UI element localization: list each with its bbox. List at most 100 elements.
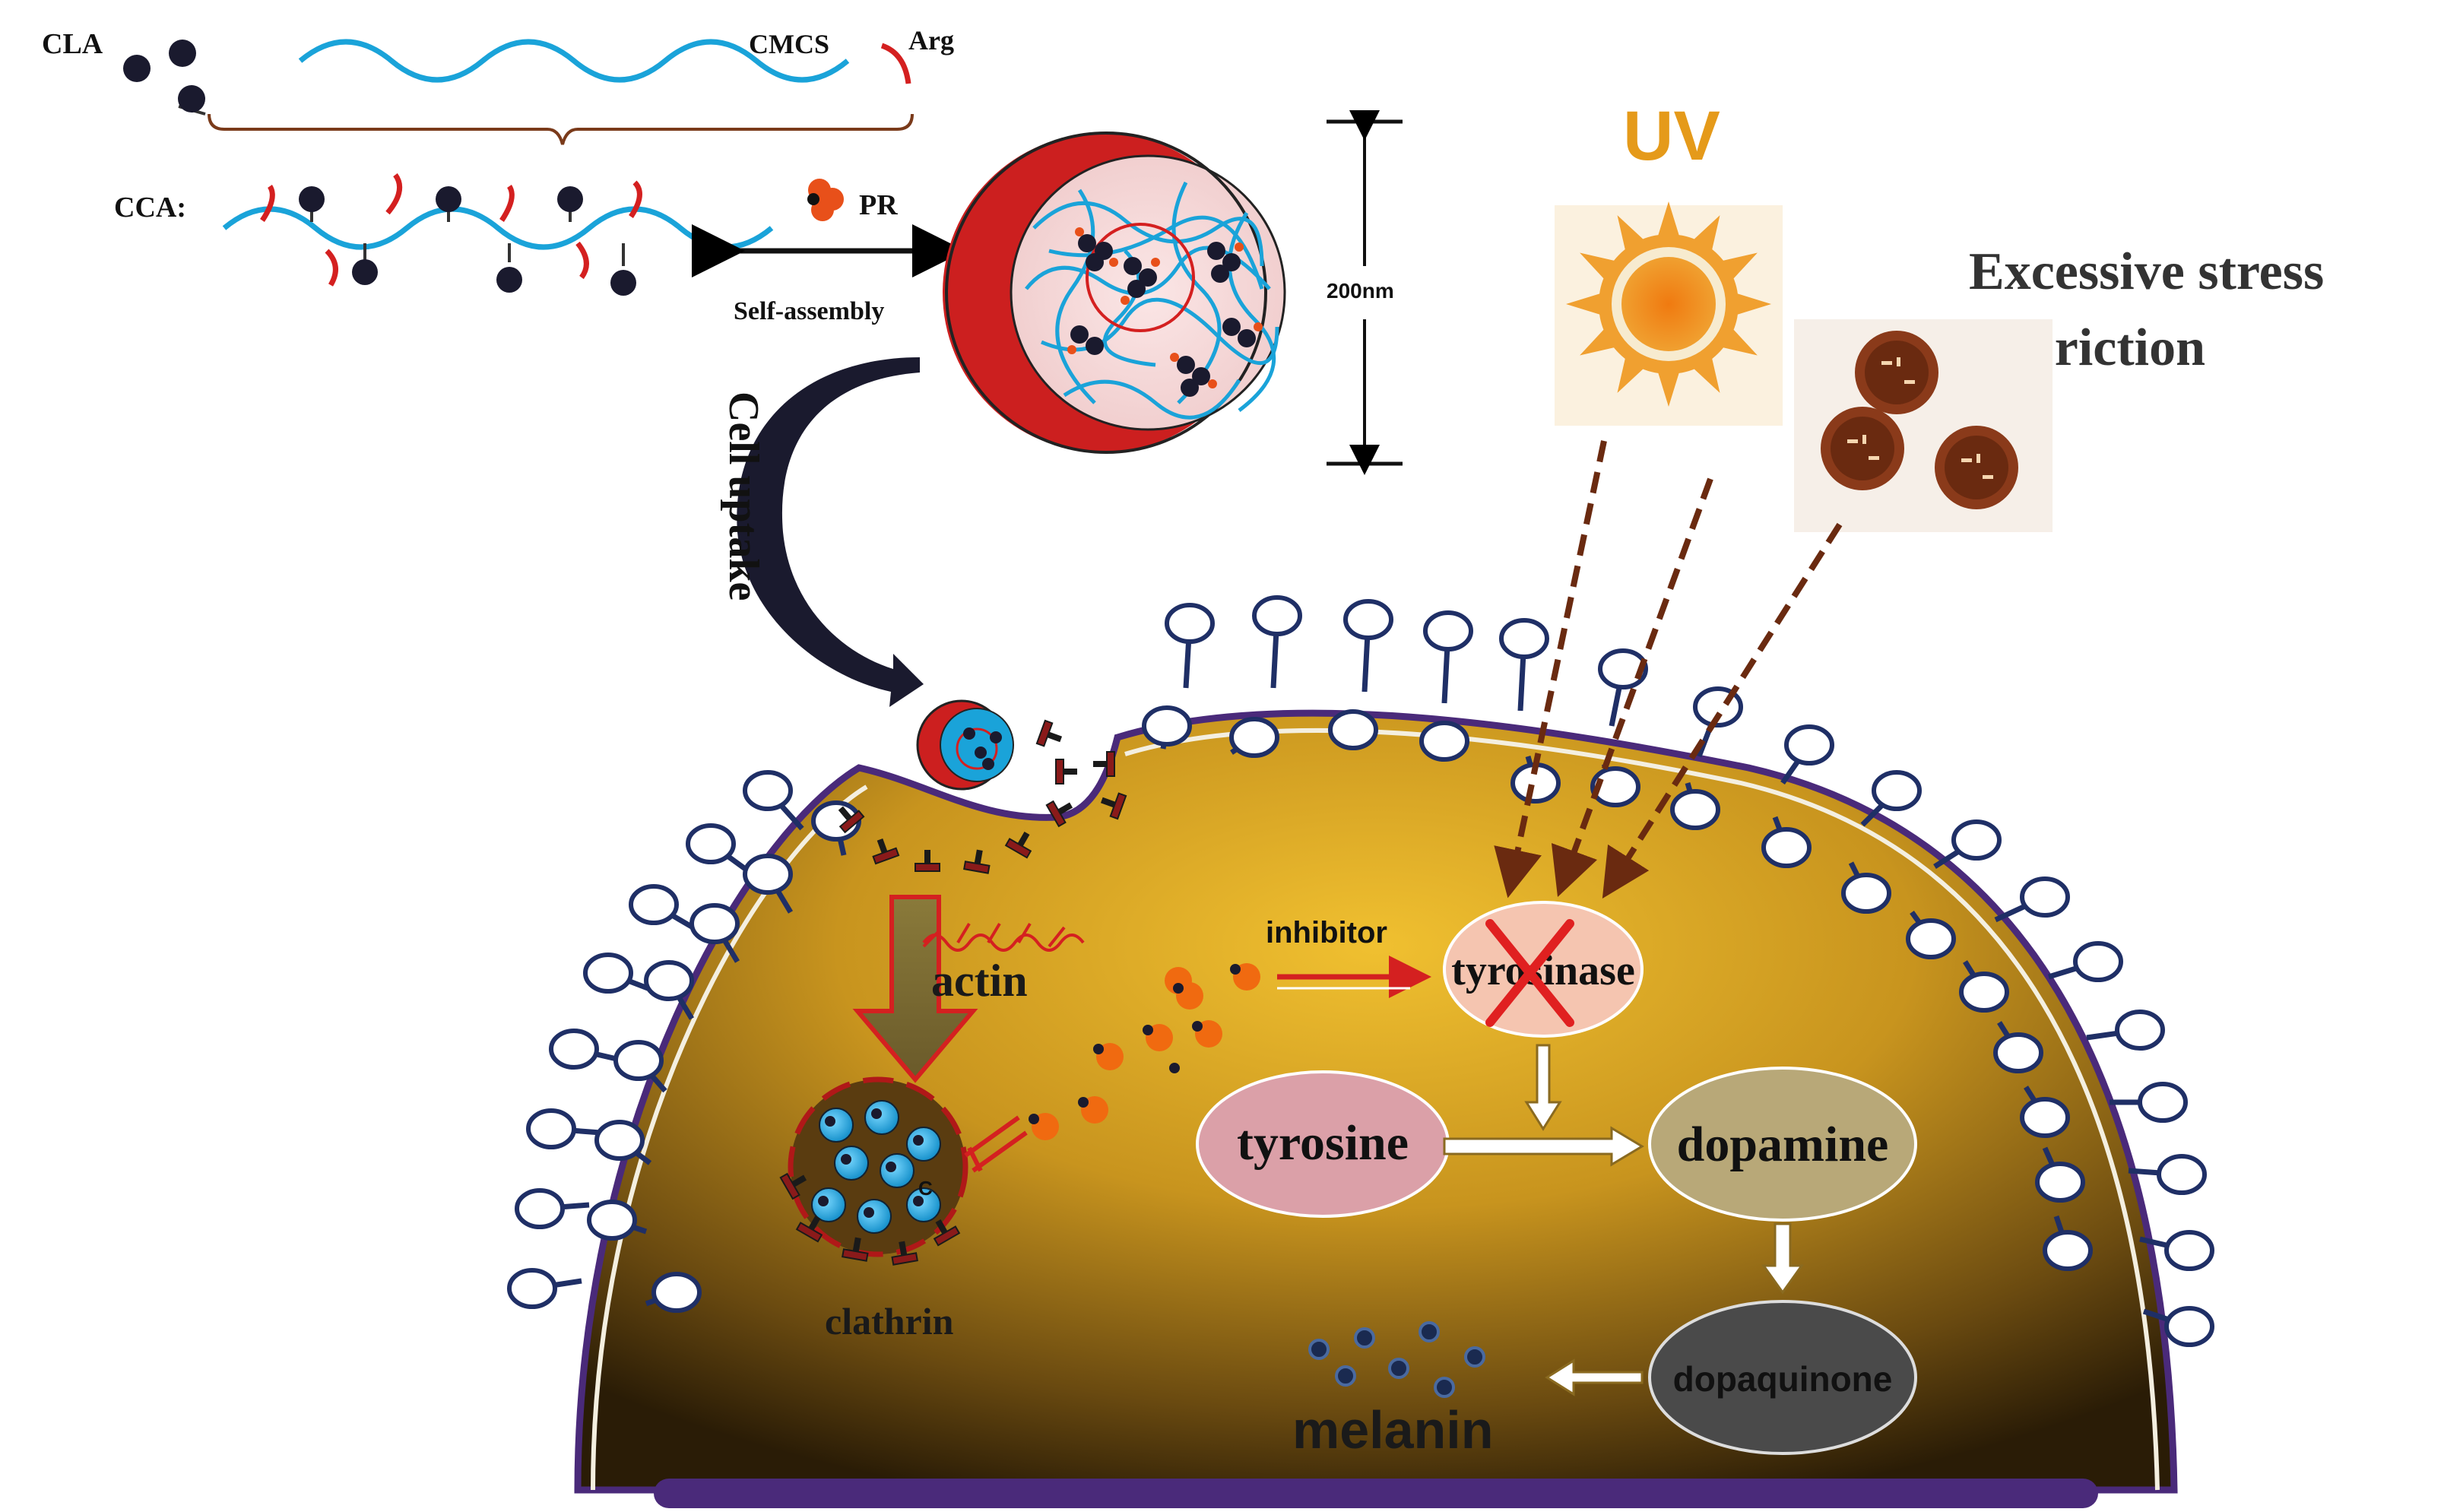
actin-label: actin — [931, 956, 1028, 1006]
receptor-head — [613, 1040, 664, 1081]
receptor-head — [1841, 873, 1891, 914]
nanoparticle-large — [943, 132, 1286, 454]
inhibition-cross-icon — [1485, 919, 1574, 1027]
receptor-head — [1951, 819, 2002, 861]
vesicle-clathrin-marker — [891, 1241, 918, 1266]
clathrin-marker — [1055, 759, 1077, 785]
clathrin-marker — [1093, 751, 1115, 777]
receptor-head — [2115, 1010, 2165, 1051]
receptor-head — [1598, 648, 1648, 689]
receptor-head — [2073, 941, 2123, 982]
receptor-head — [1670, 789, 1720, 830]
receptor-head — [1590, 766, 1640, 807]
grouping-brace — [208, 113, 914, 145]
receptor-head — [2138, 1082, 2188, 1123]
receptor-head — [1419, 721, 1469, 762]
excessive-stress-label: Excessive stress — [1969, 242, 2324, 301]
clathrin-marker — [1004, 831, 1032, 859]
clathrin-vesicle — [788, 1076, 1028, 1257]
receptor-head — [2043, 1230, 2093, 1271]
melanin-granules — [1308, 1321, 1485, 1398]
clathrin-marker — [1035, 719, 1063, 747]
sun-ray — [1657, 369, 1680, 407]
clathrin-label: clathrin — [825, 1300, 954, 1342]
receptor-head — [2157, 1154, 2207, 1195]
size-label: 200nm — [1327, 279, 1394, 303]
melanin-label: melanin — [1292, 1400, 1494, 1460]
receptor-head — [507, 1268, 557, 1309]
receptor-head — [594, 1120, 645, 1161]
receptor-head — [629, 884, 679, 925]
receptor-head — [651, 1272, 702, 1313]
vesicle-clathrin-marker — [795, 1215, 823, 1243]
endocytosis-nanoparticle — [916, 699, 1014, 791]
receptor-head — [515, 1188, 565, 1229]
cca-conjugate — [222, 173, 774, 296]
sun-icon — [1555, 201, 1783, 426]
clathrin-marker — [838, 806, 865, 834]
clathrin-marker — [1045, 800, 1073, 828]
clathrin-marker — [915, 850, 940, 872]
vesicle-clathrin-marker — [779, 1172, 807, 1200]
dopamine-node — [1648, 1067, 1917, 1222]
receptor-head — [1142, 705, 1192, 746]
vesicle-clathrin-markers — [779, 1172, 961, 1266]
pathway-arrows — [1443, 1044, 1804, 1396]
dopaquinone-node — [1648, 1300, 1917, 1455]
vesicle-c-label: C — [918, 1177, 933, 1200]
pr-label: PR — [859, 189, 898, 221]
cmcs-chain — [298, 39, 850, 83]
clathrin-marker — [1100, 792, 1127, 820]
receptor-head — [587, 1200, 637, 1241]
receptor-head — [644, 960, 694, 1001]
receptor-head — [1499, 618, 1549, 659]
receptor-head — [526, 1108, 576, 1149]
receptor-head — [2020, 1097, 2070, 1138]
receptor-head — [1328, 709, 1378, 750]
vesicle-clathrin-marker — [842, 1237, 869, 1262]
tyrosinase-node — [1443, 901, 1644, 1038]
receptor-head — [583, 953, 633, 994]
actin-arrow — [852, 895, 1085, 1083]
clathrin-marker — [872, 838, 900, 865]
arg-chain — [880, 43, 911, 84]
released-pr-particles — [1029, 963, 1260, 1140]
receptor-head — [1872, 770, 1922, 811]
sun-ray — [1734, 293, 1771, 315]
receptor-head — [743, 770, 793, 811]
sun-ray — [1566, 293, 1603, 315]
receptor-head — [2164, 1306, 2214, 1347]
size-scale — [1327, 110, 1403, 475]
stress-dashed-arrows — [1494, 440, 1843, 899]
receptor-head — [1906, 918, 1956, 959]
dopaquinone-label: dopaquinone — [1673, 1359, 1893, 1399]
receptor-head — [1784, 724, 1834, 766]
receptor-head — [2164, 1230, 2214, 1271]
receptor-head — [2020, 876, 2070, 918]
cmcs-label: CMCS — [749, 29, 829, 59]
inhibitor-label: inhibitor — [1266, 916, 1387, 949]
receptor-head — [1761, 827, 1812, 868]
pr-icon — [807, 179, 844, 221]
friction-label: Friction — [2022, 319, 2205, 377]
tyrosine-label: tyrosine — [1237, 1115, 1409, 1171]
arg-label: Arg — [908, 25, 954, 55]
receptor-head — [1993, 1032, 2043, 1073]
self-assembly-label: Self-assembly — [734, 297, 884, 325]
uv-label: UV — [1623, 97, 1720, 175]
cell-uptake-arrow — [737, 357, 924, 707]
receptor-head — [686, 823, 736, 864]
sun-ray — [1657, 201, 1680, 239]
cca-label: CCA: — [114, 192, 186, 223]
clathrin-coat-markers — [838, 719, 1127, 874]
receptor-head — [1165, 603, 1215, 644]
vesicle-clathrin-marker — [933, 1219, 961, 1247]
receptor-head — [743, 854, 793, 895]
friction-particles-icon — [1794, 319, 2053, 532]
cell-uptake-label: Cell uptake — [720, 391, 767, 601]
receptor-head — [549, 1029, 599, 1070]
cla-molecules — [123, 40, 206, 116]
receptor-head — [1252, 595, 1302, 636]
